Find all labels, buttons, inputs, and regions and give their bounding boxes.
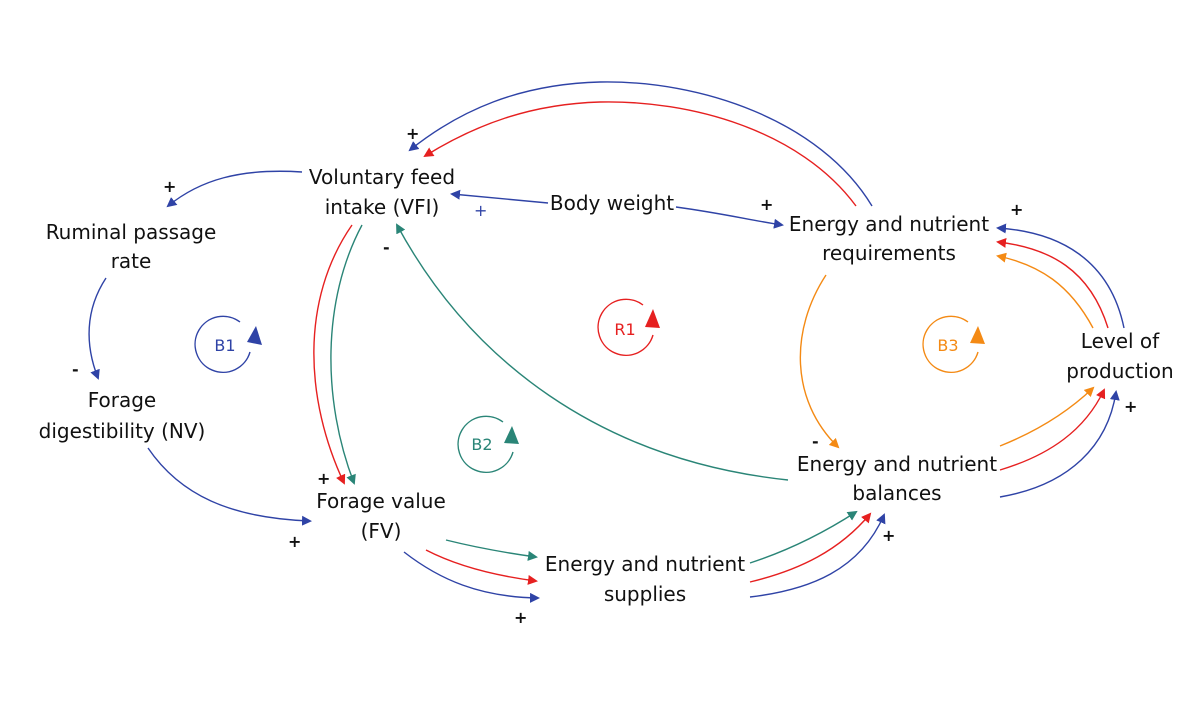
node-forage-value: Forage value (FV): [316, 489, 446, 543]
link-fv-to-supplies-teal: [445, 539, 538, 561]
loop-b3-arc: [922, 315, 979, 373]
node-energy-requirements: Energy and nutrient requirements: [789, 212, 989, 265]
loop-b1-arrowhead: [247, 326, 262, 345]
polarity-signs: + - + + + + - + + - + + +: [72, 124, 1137, 627]
link-vfi-to-fv-teal: [330, 224, 363, 485]
node-ruminal-line-1: Ruminal passage: [46, 220, 217, 244]
node-production-line-1: Level of: [1081, 329, 1160, 353]
sign-ruminal-plus: +: [163, 177, 176, 196]
node-forage-digestibility: Forage digestibility (NV): [39, 388, 206, 443]
node-digestibility-line-1: Forage: [88, 388, 157, 412]
sign-vfi-top-plus: +: [406, 124, 419, 143]
link-fv-to-supplies-blue: [403, 551, 540, 603]
node-fv-line-2: (FV): [361, 519, 402, 543]
node-digestibility-line-2: digestibility (NV): [39, 419, 206, 443]
node-body-weight-label: Body weight: [550, 191, 674, 215]
sign-supplies-plus: +: [514, 608, 527, 627]
link-balances-to-production-red: [999, 388, 1106, 471]
sign-vfi-bodyweight-plus: +: [474, 201, 487, 220]
link-vfi-to-ruminal: [166, 170, 303, 208]
loop-r1-label: R1: [614, 320, 635, 339]
node-ruminal-passage-rate: Ruminal passage rate: [46, 220, 217, 273]
link-production-to-requirements-orange: [996, 252, 1094, 329]
node-balances-line-1: Energy and nutrient: [797, 452, 997, 476]
sign-vfi-balances-minus: -: [383, 238, 390, 257]
loop-r1-arc: [597, 298, 654, 356]
link-requirements-to-vfi-red: [423, 101, 857, 207]
link-requirements-to-balances-orange: [799, 274, 840, 449]
loop-b1-arc: [194, 315, 251, 373]
loop-b2-label: B2: [471, 435, 492, 454]
link-production-to-requirements-blue: [996, 223, 1125, 329]
loop-b1-label: B1: [214, 336, 235, 355]
node-vfi-line-2: intake (VFI): [325, 195, 440, 219]
link-supplies-to-balances-blue: [749, 513, 886, 598]
sign-requirements-production-plus: +: [1010, 200, 1023, 219]
link-supplies-to-balances-teal: [749, 510, 858, 564]
link-ruminal-to-digestibility: [88, 277, 107, 380]
link-balances-to-production-orange: [999, 386, 1095, 447]
node-vfi-line-1: Voluntary feed: [309, 165, 455, 189]
loop-b1: B1: [194, 315, 262, 373]
link-fv-to-supplies-red: [425, 549, 538, 585]
loop-b2-arc: [457, 415, 514, 473]
link-digestibility-to-fv: [147, 447, 312, 526]
sign-digestibility-minus: -: [72, 360, 79, 379]
node-supplies-line-1: Energy and nutrient: [545, 552, 745, 576]
loop-b3-label: B3: [937, 336, 958, 355]
link-balances-to-production-blue: [999, 390, 1120, 498]
link-supplies-to-balances-red: [749, 512, 872, 583]
node-production-line-2: production: [1066, 359, 1173, 383]
node-level-of-production: Level of production: [1066, 329, 1173, 383]
sign-fv-from-digestibility-plus: +: [288, 532, 301, 551]
link-bodyweight-to-requirements: [675, 206, 784, 229]
sign-fv-from-vfi-plus: +: [317, 469, 330, 488]
loop-b2-arrowhead: [504, 426, 519, 444]
node-fv-line-1: Forage value: [316, 489, 446, 513]
link-vfi-to-fv-red: [313, 224, 353, 485]
loop-r1-arrowhead: [645, 309, 660, 328]
node-requirements-line-1: Energy and nutrient: [789, 212, 989, 236]
node-balances-line-2: balances: [852, 481, 941, 505]
sign-balances-minus: -: [812, 432, 819, 451]
sign-production-plus: +: [1124, 397, 1137, 416]
node-supplies-line-2: supplies: [604, 582, 686, 606]
loop-b3: B3: [922, 315, 985, 373]
sign-balances-supplies-plus: +: [882, 526, 895, 545]
loop-r1: R1: [597, 298, 660, 356]
node-body-weight: Body weight: [550, 191, 674, 215]
loop-b2: B2: [457, 415, 519, 473]
node-energy-supplies: Energy and nutrient supplies: [545, 552, 745, 606]
node-vfi: Voluntary feed intake (VFI): [309, 165, 455, 219]
node-energy-balances: Energy and nutrient balances: [797, 452, 997, 505]
sign-requirements-bodyweight-plus: +: [760, 195, 773, 214]
link-production-to-requirements-red: [996, 237, 1109, 329]
node-ruminal-line-2: rate: [111, 249, 152, 273]
node-requirements-line-2: requirements: [822, 241, 956, 265]
link-balances-to-vfi-teal: [396, 223, 789, 481]
link-requirements-to-vfi-blue: [408, 81, 873, 207]
link-bodyweight-to-vfi: [450, 189, 549, 204]
loop-b3-arrowhead: [970, 326, 985, 344]
links: [88, 81, 1125, 603]
